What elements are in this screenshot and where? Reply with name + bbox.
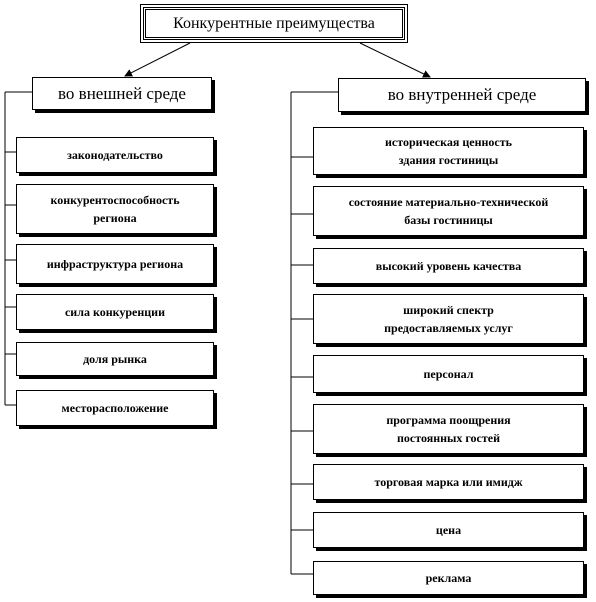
external-item-label: инфраструктура региона bbox=[46, 257, 184, 271]
internal-item-label: состояние материально-технической базы г… bbox=[348, 195, 549, 227]
internal-item-label: программа поощрения постоянных гостей bbox=[386, 413, 511, 445]
internal-heading: во внутренней среде bbox=[338, 78, 586, 112]
arrow-to-internal bbox=[359, 42, 431, 78]
arrow-to-external bbox=[124, 42, 191, 77]
internal-heading-text: во внутренней среде bbox=[387, 85, 537, 104]
external-item: конкурентоспособность региона bbox=[16, 184, 214, 234]
internal-item-label: высокий уровень качества bbox=[375, 259, 522, 273]
internal-item: широкий спектр предоставляемых услуг bbox=[313, 294, 584, 344]
internal-item: программа поощрения постоянных гостей bbox=[313, 404, 584, 454]
external-item: законодательство bbox=[16, 137, 214, 173]
internal-item: цена bbox=[313, 512, 584, 548]
external-heading-text: во внешней среде bbox=[58, 83, 186, 103]
internal-item-label: персонал bbox=[423, 367, 474, 381]
external-item: месторасположение bbox=[16, 390, 214, 426]
internal-item: высокий уровень качества bbox=[313, 248, 584, 284]
internal-item-label: реклама bbox=[425, 571, 472, 585]
internal-item: персонал bbox=[313, 355, 584, 393]
external-item-label: сила конкуренции bbox=[64, 305, 166, 319]
external-item-label: законодательство bbox=[67, 148, 163, 162]
internal-item-label: историческая ценность здания гостиницы bbox=[385, 135, 512, 167]
external-item: доля рынка bbox=[16, 342, 214, 376]
external-item-label: месторасположение bbox=[61, 401, 169, 415]
internal-item: историческая ценность здания гостиницы bbox=[313, 127, 584, 175]
external-item: сила конкуренции bbox=[16, 294, 214, 330]
internal-item-label: широкий спектр предоставляемых услуг bbox=[384, 303, 513, 335]
external-heading: во внешней среде bbox=[32, 77, 212, 110]
internal-item-label: торговая марка или имидж bbox=[374, 475, 523, 489]
external-item-label: доля рынка bbox=[83, 352, 147, 366]
internal-item: торговая марка или имидж bbox=[313, 464, 584, 500]
internal-item: реклама bbox=[313, 561, 584, 595]
internal-item: состояние материально-технической базы г… bbox=[313, 186, 584, 236]
external-item-label: конкурентоспособность региона bbox=[50, 193, 180, 225]
external-item: инфраструктура региона bbox=[16, 244, 214, 284]
diagram-title: Конкурентные преимущества bbox=[140, 4, 408, 43]
diagram-title-text: Конкурентные преимущества bbox=[173, 14, 375, 32]
internal-item-label: цена bbox=[435, 523, 462, 537]
